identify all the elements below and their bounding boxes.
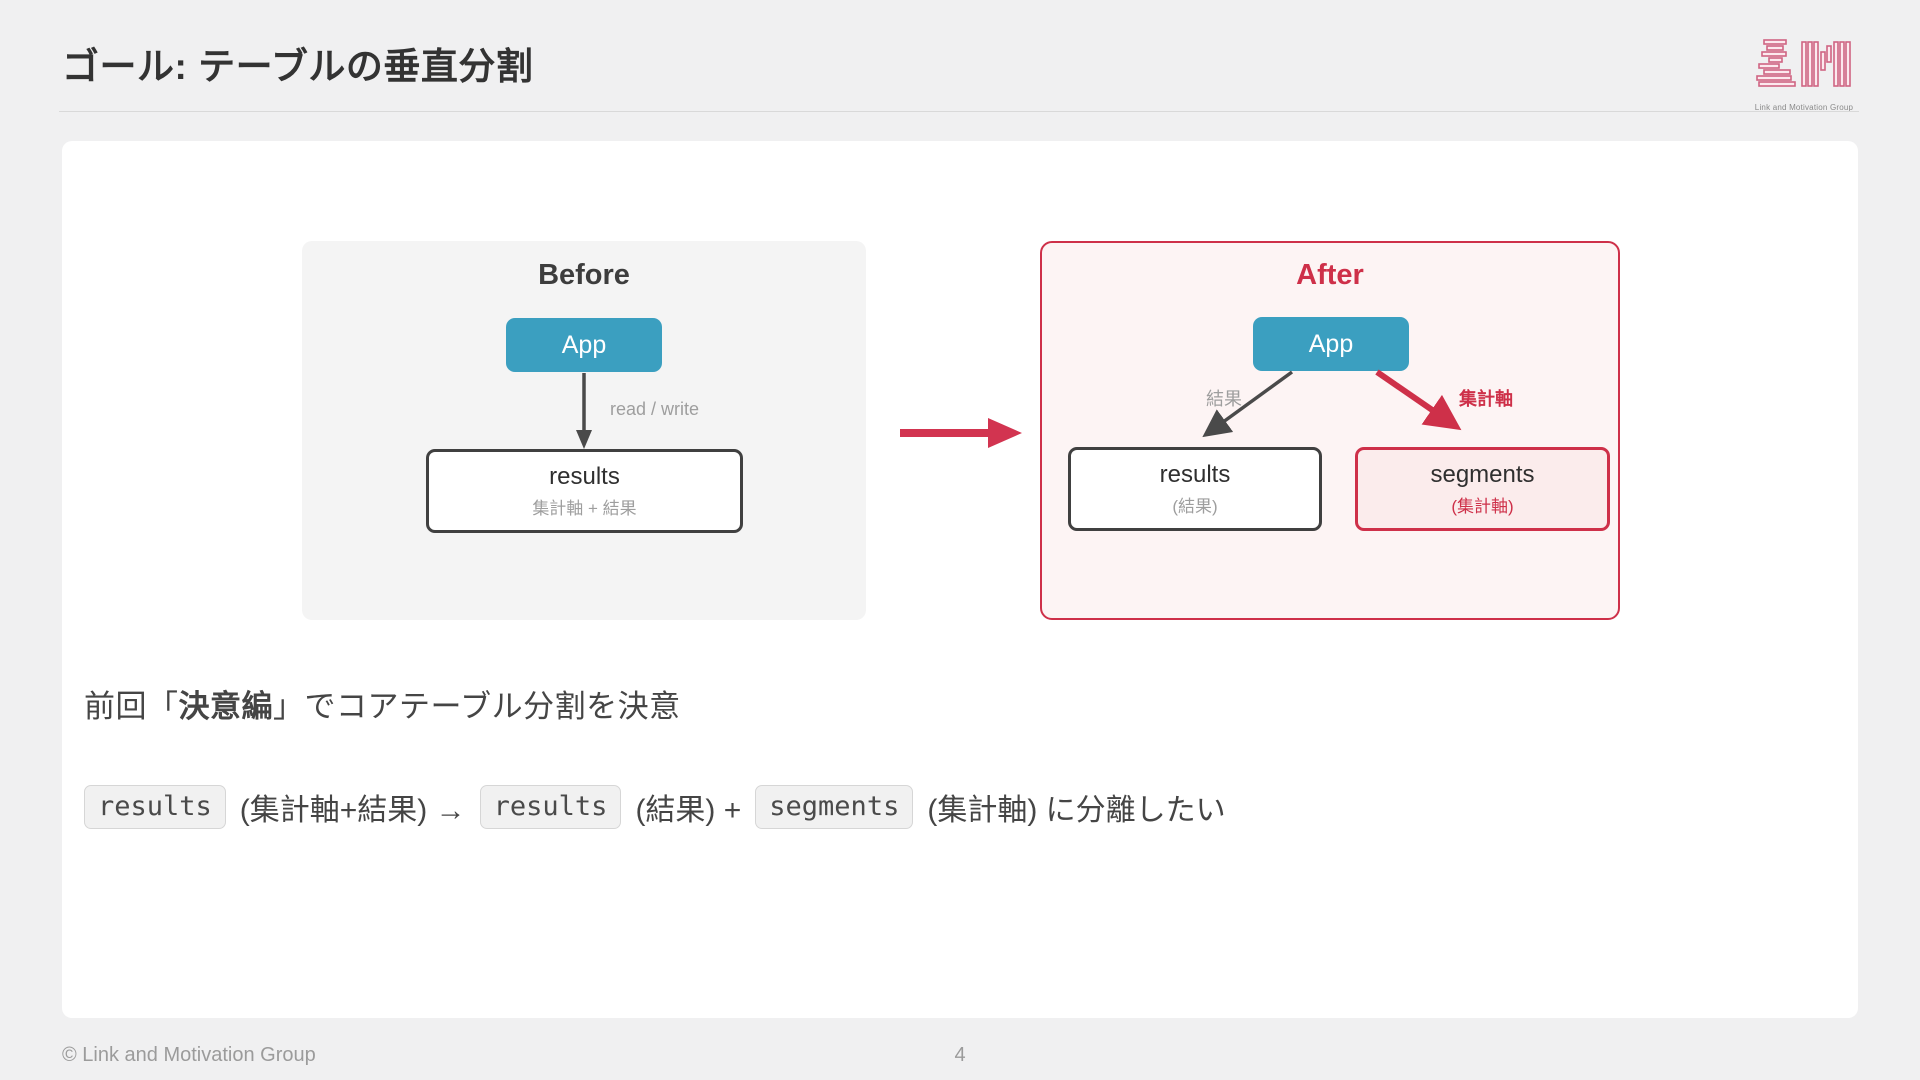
line1-suffix: 」でコアテーブル分割を決意: [273, 689, 681, 724]
before-arrow-label: read / write: [610, 399, 700, 419]
before-results-node: results 集計軸 + 結果: [426, 449, 743, 533]
before-down-arrow-icon: [576, 373, 592, 449]
before-panel: Before App read / write results 集計軸 + 結果: [302, 241, 866, 620]
after-segments-node: segments (集計軸): [1355, 447, 1610, 531]
table-name: results: [1159, 461, 1231, 488]
page-title: ゴール: テーブルの垂直分割: [62, 46, 534, 87]
line1-prefix: 前回「: [84, 689, 179, 724]
table-sub: (集計軸): [1451, 497, 1514, 516]
table-sub: (結果): [1172, 497, 1218, 516]
line2-text3: (集計軸) に分離したい: [927, 794, 1226, 828]
after-results-node: results (結果): [1068, 447, 1322, 531]
after-arrows-icon: [1202, 369, 1462, 438]
line1-bold: 決意編: [178, 689, 273, 724]
table-name: results: [549, 463, 620, 490]
lm-logo-icon: [1756, 39, 1851, 87]
after-right-arrow-label: 集計軸: [1459, 389, 1513, 409]
after-panel: After App 結果 集計軸 results (結果): [1040, 241, 1620, 620]
lm-logo: Link and Motivation Group: [1752, 38, 1856, 112]
after-title: After: [1296, 259, 1364, 291]
body-line2: results (集計軸+結果) → results (結果) + segmen…: [84, 785, 1226, 830]
body-line1: 前回「決意編」でコアテーブル分割を決意: [84, 681, 681, 726]
before-title: Before: [538, 259, 630, 291]
code-chip-segments: segments: [755, 785, 914, 830]
lm-logo-caption: Link and Motivation Group: [1754, 103, 1854, 112]
code-chip-results-old: results: [84, 785, 226, 830]
content-card: Before App read / write results 集計軸 + 結果…: [62, 141, 1858, 1018]
transform-arrow-icon: [900, 418, 1022, 448]
page-number: 4: [954, 1044, 966, 1066]
before-app-node: App: [506, 318, 662, 372]
line2-text2: (結果) +: [635, 794, 742, 828]
after-app-node: App: [1253, 317, 1409, 371]
code-chip-results-new: results: [479, 785, 622, 830]
footer-copyright: © Link and Motivation Group: [62, 1044, 316, 1066]
table-sub: 集計軸 + 結果: [532, 499, 637, 518]
table-name: segments: [1430, 461, 1535, 488]
after-left-arrow-label: 結果: [1206, 389, 1242, 409]
header-divider: [59, 111, 1859, 112]
line2-text1: (集計軸+結果) →: [239, 794, 466, 828]
